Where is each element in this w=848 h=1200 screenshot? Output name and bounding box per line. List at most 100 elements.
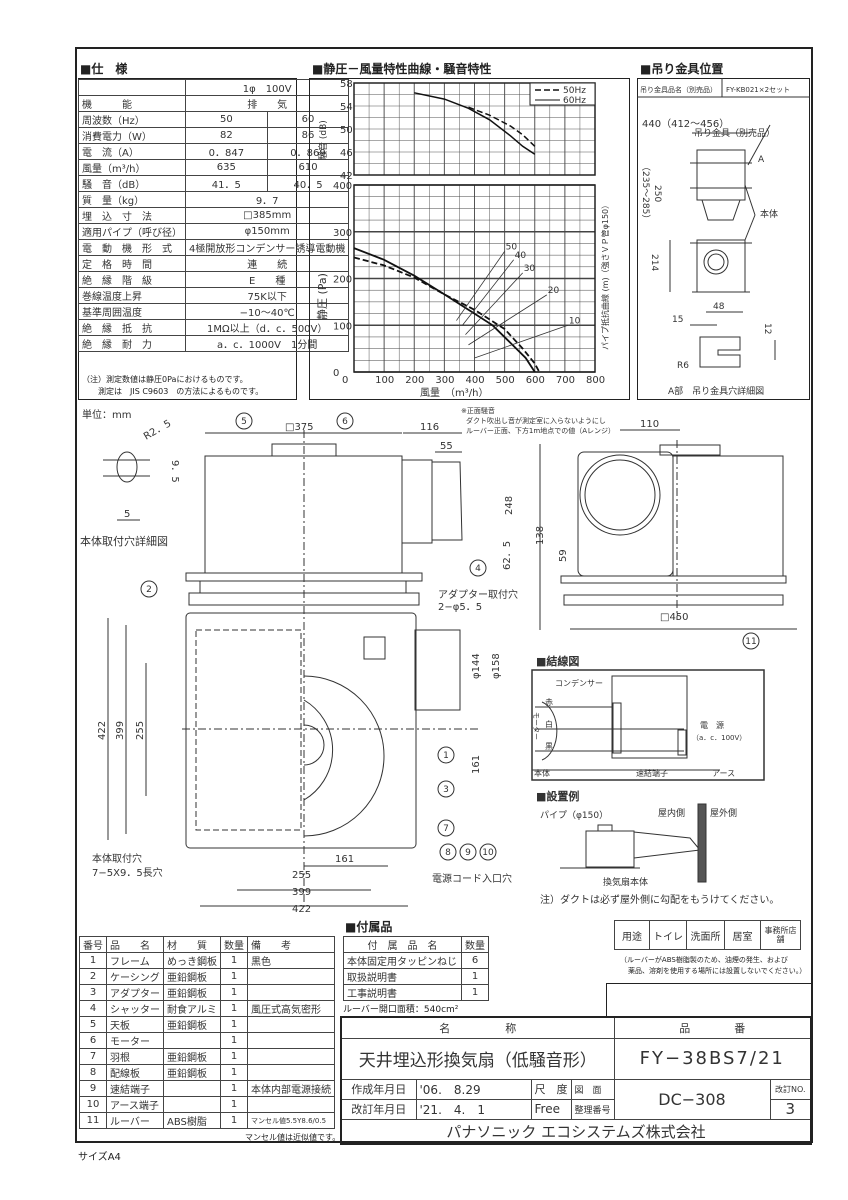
parts-cell: 1 [220,1096,248,1113]
spec-value: a．c．1000V 1分間 [184,335,350,352]
usage-note-2: 薬品、溶剤を使用する場所には設置しないでください。） [628,967,807,975]
parts-cell [247,984,335,1001]
parts-cell: 天板 [106,1016,164,1033]
accessory-qty: 6 [461,952,489,969]
acc-header: 数量 [461,936,489,953]
company-name: パナソニック エコシステムズ株式会社 [340,1118,812,1145]
legend-60hz: 60Hz [563,96,586,106]
balloon-9: 9 [465,848,471,858]
accessory-name: 工事説明書 [343,984,462,1001]
wiring-black: 黒 [545,742,553,751]
parts-cell [247,968,335,985]
usage-note-1: （ルーバーがABS樹脂製のため、油煙の発生、および [620,956,788,964]
install-title: ■設置例 [536,789,579,803]
dim-110: 110 [640,419,659,430]
noise-tick-label: 50 [340,125,353,136]
dim-59: 59 [558,549,569,562]
parts-cell [163,1096,221,1113]
parts-cell: 黒色 [247,952,335,969]
hanger-dim-15: 15 [672,315,683,325]
parts-cell: 耐食アルミ [163,1000,221,1017]
pipe-curve [474,324,569,359]
parts-cell: 亜鉛鋼板 [163,1016,221,1033]
parts-cell: 1 [220,1064,248,1081]
hanger-dim-12: 12 [762,323,772,334]
hanger-a-label: A [758,155,765,165]
parts-cell: 1 [220,1016,248,1033]
noise-line-50Hz [468,106,536,147]
pipe-curve-label: 20 [548,286,560,296]
balloons [140,412,760,861]
parts-cell: 羽根 [106,1048,164,1065]
usage-washroom: 洗面所 [686,920,725,950]
usage-office: 事務所店舗 [760,920,801,950]
louver-area: ルーバー開口面積：540cm² [343,1005,459,1015]
noise-tick-label: 54 [340,102,353,113]
wiring-title: ■結線図 [536,654,579,668]
parts-cell [247,1096,335,1113]
balloon-5: 5 [241,417,247,427]
wiring-power: 電 源 [700,721,724,730]
parts-cell: 6 [79,1032,107,1049]
accessory-name: 取扱説明書 [343,968,462,985]
hanger-body-label: 本体 [760,208,778,220]
spec-note-1: （注）測定数値は静圧0Paにおけるものです。 [82,375,248,384]
parts-cell: 1 [220,968,248,985]
spec-note-2: 測定は JIS C9603 の方法によるものです。 [98,387,264,396]
hanger-title: ■吊り金具位置 [640,62,724,76]
ref-number-label: 整理番号 [570,1098,615,1120]
parts-cell [247,1064,335,1081]
hanger-r6: R6 [677,361,689,371]
pressure-tick-label: 100 [333,321,352,332]
noise-tick-label: 42 [340,171,353,182]
x-tick-label: 100 [375,375,394,386]
dim-62-5: 62．5 [502,541,513,570]
parts-cell: 8 [79,1064,107,1081]
x-tick-label: 200 [405,375,424,386]
dim-phi158: φ158 [491,653,502,679]
wiring-motor: モーター [532,712,541,740]
chart-title: ■静圧－風量特性曲線・騒音特性 [312,62,492,76]
pipe-curve [468,294,548,346]
dim-138: 138 [535,526,546,545]
parts-cell: 10 [79,1096,107,1113]
revision-label: 改訂NO. [769,1078,812,1100]
bottom-view [107,612,480,907]
parts-cell: マンセル値5.5Y8.6/0.5 [247,1112,335,1129]
parts-cell: 9 [79,1080,107,1097]
cord-hole-label: 電源コード入口穴 [432,872,512,885]
pipe-curve [456,251,505,321]
parts-cell: アダプター [106,984,164,1001]
install-body: 換気扇本体 [603,876,648,888]
parts-cell: 1 [220,1048,248,1065]
created-date: '06. 8.29 [415,1078,532,1100]
parts-cell [247,1048,335,1065]
dim-422-h: 422 [292,904,311,915]
dim-450: □450 [660,612,689,623]
install-outdoor: 屋外側 [710,807,737,819]
parts-cell: 配線板 [106,1064,164,1081]
spec-row: 適用パイプ（呼び径）φ150mm [78,223,350,240]
paper-size: サイズA4 [78,1152,121,1163]
adapter-hole-size: 2−φ5．5 [438,602,482,613]
balloon-7: 7 [443,824,449,834]
parts-header: 材 質 [163,936,221,953]
parts-cell: 1 [220,1000,248,1017]
pressure-tick-label: 0 [333,368,339,379]
wiring-capacitor: コンデンサー [555,678,603,688]
hanger-name-value: FY-KB021×2セット [726,86,790,94]
wiring-white: 白 [545,719,553,729]
dim-255-h: 255 [292,870,311,881]
